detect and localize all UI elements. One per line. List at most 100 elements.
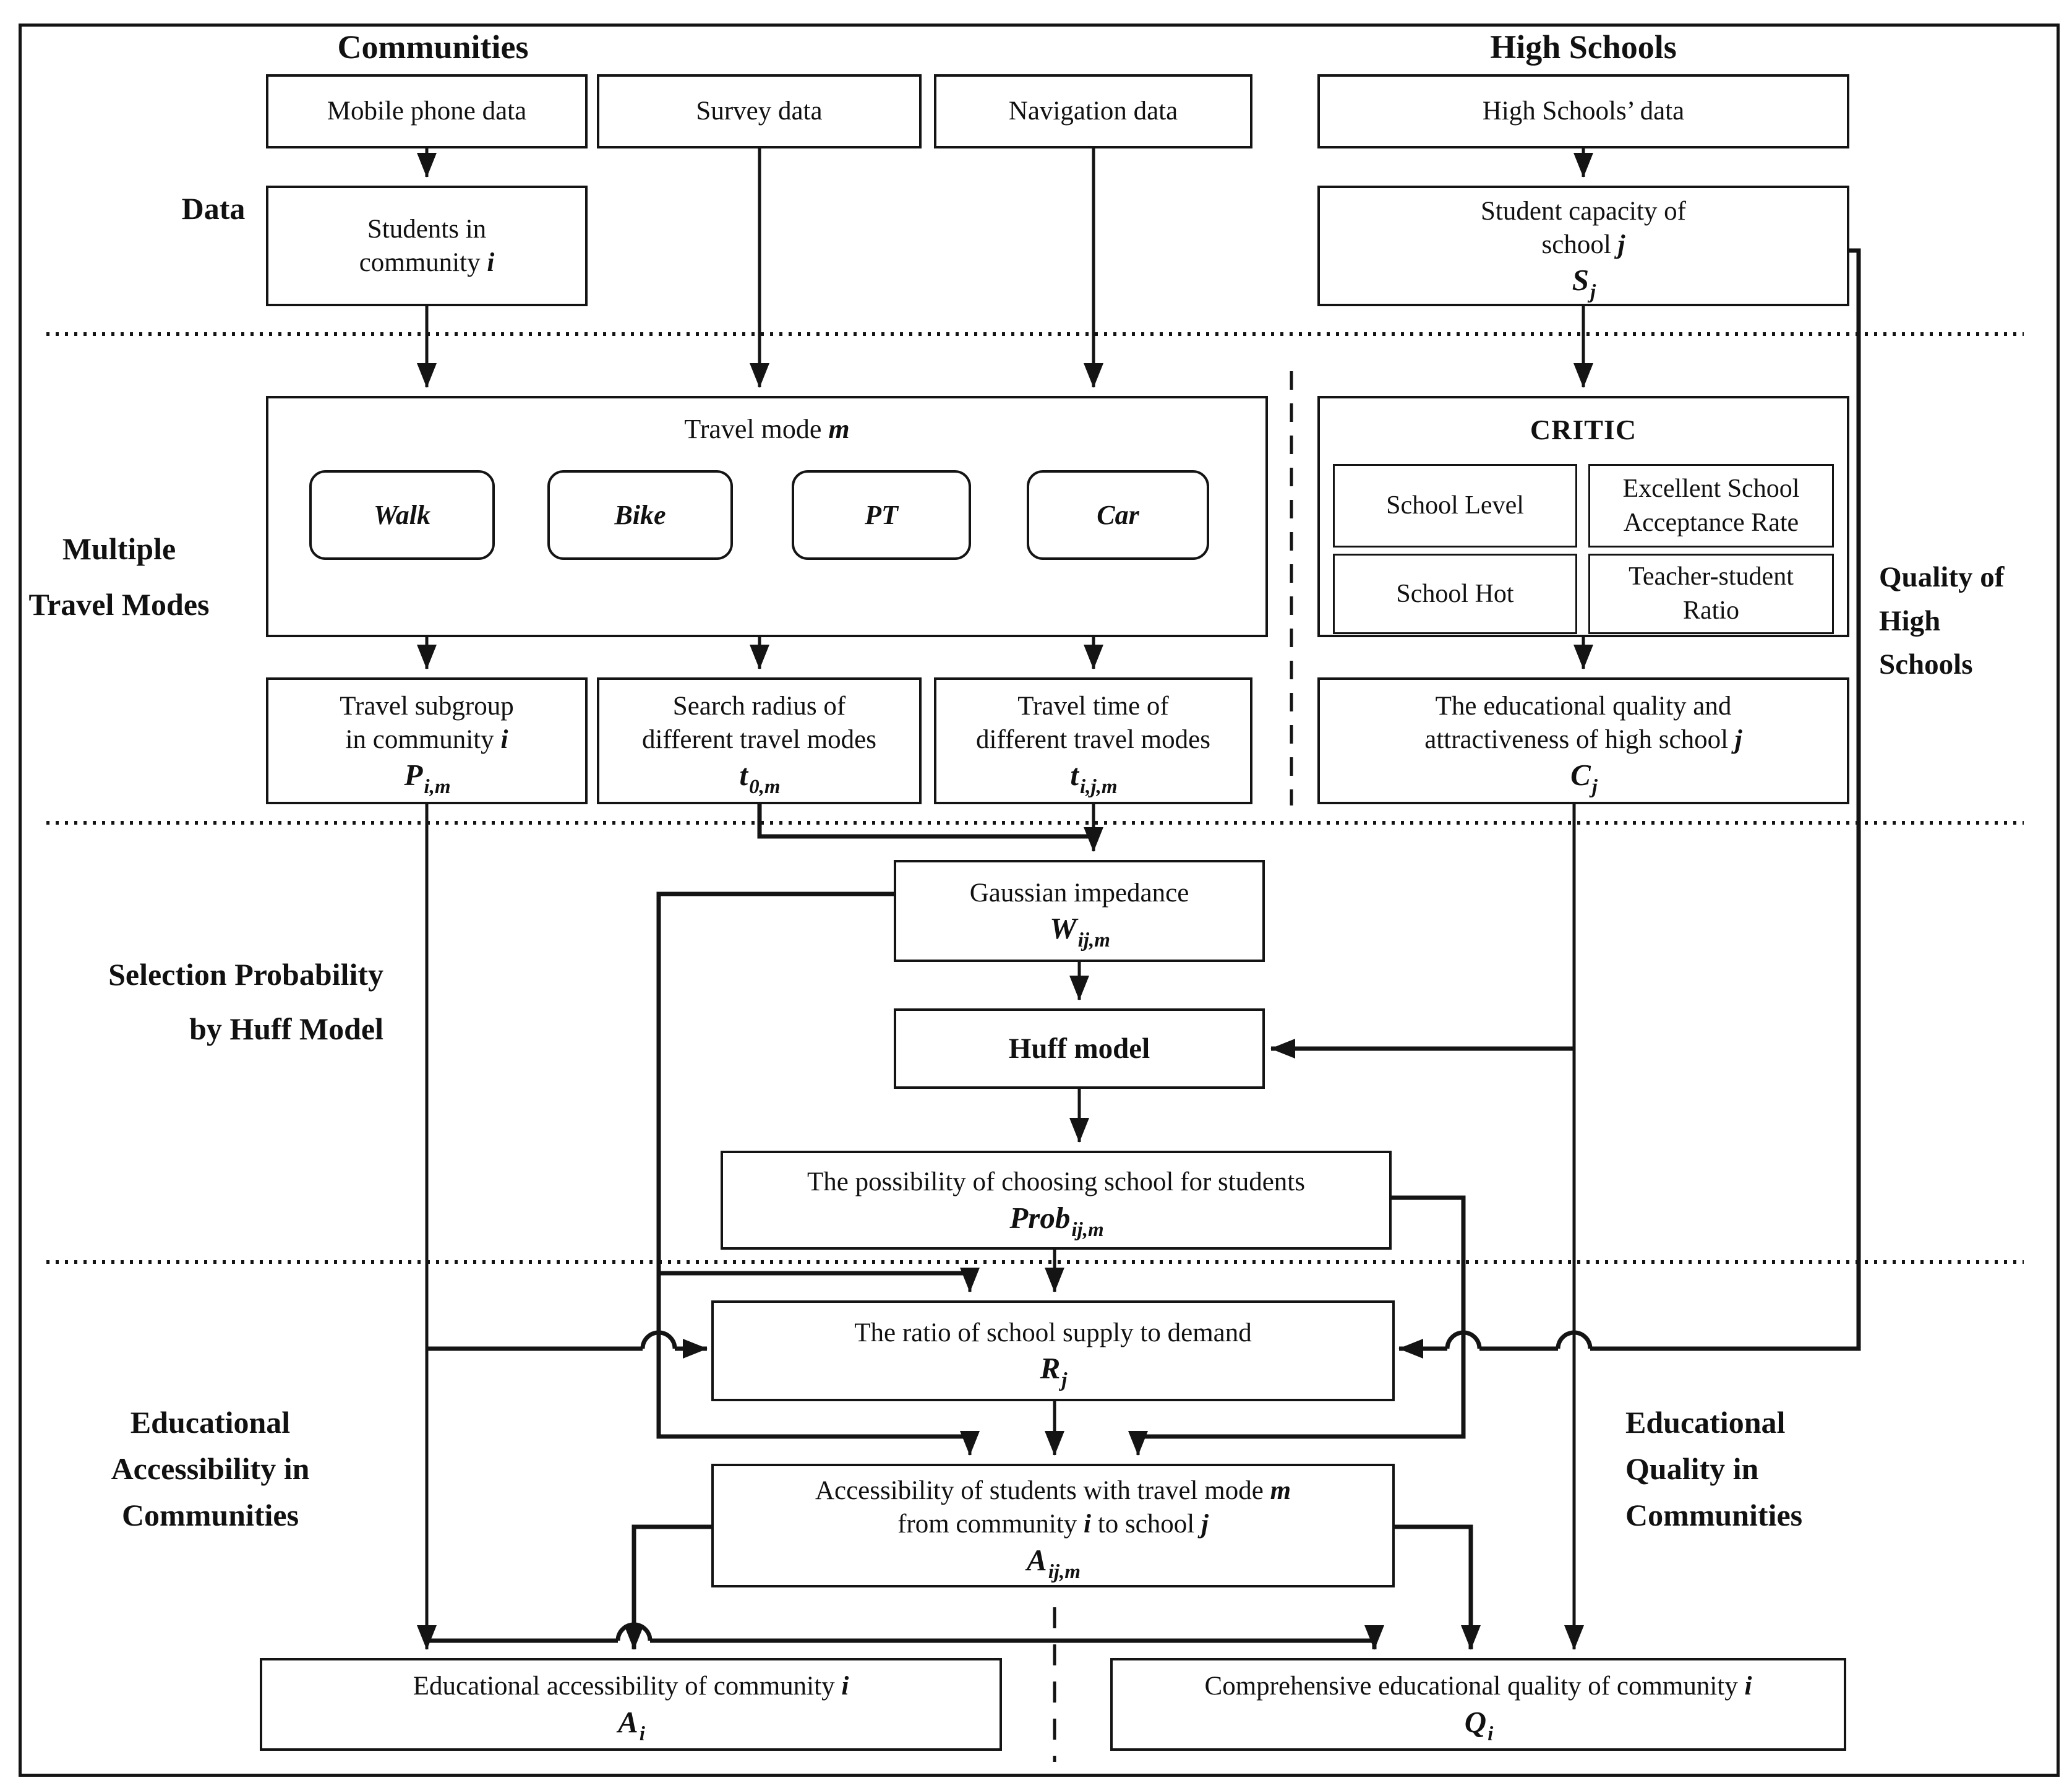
node-symbol: Pi,m bbox=[404, 758, 450, 798]
var-m: m bbox=[1270, 1476, 1291, 1506]
hop-p-over-w bbox=[640, 1330, 677, 1349]
node-comprehensive-quality-qi: Comprehensive educational quality of com… bbox=[1110, 1658, 1846, 1751]
section-label-educational-accessibility: Educational Accessibility in Communities bbox=[49, 1399, 371, 1539]
node-travel-subgroup: Travel subgroup in community i Pi,m bbox=[266, 677, 588, 804]
label-line: Educational bbox=[130, 1405, 291, 1440]
hop-pq-over-aijm bbox=[615, 1622, 653, 1641]
node-line: The educational quality and bbox=[1435, 691, 1732, 721]
cell-label: School Level bbox=[1386, 491, 1524, 520]
node-student-capacity: Student capacity of school j Sj bbox=[1317, 186, 1849, 306]
node-symbol: Probij,m bbox=[1009, 1201, 1103, 1240]
node-line: Search radius of bbox=[672, 691, 846, 721]
node-educational-accessibility-ai: Educational accessibility of community i… bbox=[260, 1658, 1002, 1751]
symbol-base: W bbox=[1050, 911, 1077, 946]
text-part: Comprehensive educational quality of com… bbox=[1204, 1672, 1745, 1701]
symbol-subscript: i,j,m bbox=[1080, 776, 1118, 799]
var-m: m bbox=[828, 414, 850, 444]
symbol-subscript: i,m bbox=[424, 776, 451, 799]
node-mode-bike: Bike bbox=[547, 470, 733, 560]
symbol-subscript: j bbox=[1590, 281, 1596, 304]
node-symbol: Aij,m bbox=[1027, 1543, 1081, 1583]
var-i: i bbox=[487, 247, 495, 277]
node-label: High Schools’ data bbox=[1482, 97, 1685, 126]
node-symbol: t0,m bbox=[739, 758, 780, 798]
node-teacher-student-ratio: Teacher-student Ratio bbox=[1588, 554, 1834, 634]
node-survey-data: Survey data bbox=[597, 74, 922, 148]
symbol-base: S bbox=[1572, 263, 1590, 298]
hop-s-over-prob bbox=[1445, 1330, 1482, 1349]
label-line: Accessibility in bbox=[111, 1451, 310, 1486]
node-gaussian-impedance: Gaussian impedance Wij,m bbox=[894, 860, 1265, 962]
node-symbol: Cj bbox=[1570, 758, 1598, 798]
node-mobile-phone-data: Mobile phone data bbox=[266, 74, 588, 148]
node-line: Gaussian impedance bbox=[969, 878, 1189, 908]
symbol-subscript: ij,m bbox=[1071, 1218, 1104, 1241]
symbol-base: R bbox=[1040, 1351, 1061, 1386]
node-line: Comprehensive educational quality of com… bbox=[1205, 1670, 1752, 1703]
elbow-t0-merge bbox=[757, 804, 1091, 839]
arrow-aijm-to-qi bbox=[1395, 1524, 1481, 1650]
critic-title: CRITIC bbox=[1530, 414, 1637, 445]
node-symbol: Wij,m bbox=[1050, 911, 1110, 951]
label-line: Selection Probability bbox=[108, 957, 383, 992]
label-line: Communities bbox=[121, 1498, 299, 1532]
section-label-educational-quality: Educational Quality in Communities bbox=[1625, 1399, 1997, 1539]
node-line: Travel time of bbox=[1017, 691, 1169, 721]
cell-label: School Hot bbox=[1396, 579, 1514, 608]
node-line: Students in bbox=[367, 214, 487, 244]
symbol-base: t bbox=[1070, 758, 1079, 792]
node-educational-quality-attractiveness: The educational quality and attractivene… bbox=[1317, 677, 1849, 804]
node-line: Educational accessibility of community i bbox=[413, 1670, 849, 1703]
node-symbol: Qi bbox=[1464, 1704, 1494, 1745]
node-mode-car: Car bbox=[1027, 470, 1209, 560]
section-label-selection-probability: Selection Probability by Huff Model bbox=[25, 948, 383, 1056]
text-part: community bbox=[359, 247, 487, 277]
symbol-subscript: ij,m bbox=[1048, 1560, 1081, 1583]
node-symbol: Ai bbox=[618, 1704, 645, 1745]
label-line: Educational bbox=[1625, 1405, 1786, 1440]
node-accessibility-aijm: Accessibility of students with travel mo… bbox=[711, 1464, 1395, 1587]
text-part: attractiveness of high school bbox=[1424, 724, 1735, 754]
node-school-level: School Level bbox=[1333, 464, 1577, 548]
var-i: i bbox=[841, 1672, 849, 1701]
cell-line: Teacher-student bbox=[1629, 562, 1794, 591]
symbol-base: A bbox=[618, 1704, 638, 1739]
symbol-base: t bbox=[739, 758, 748, 792]
hop-s-over-c bbox=[1556, 1330, 1593, 1349]
arrow-p-into-qi bbox=[650, 1625, 1384, 1650]
text-part: school bbox=[1541, 230, 1618, 259]
node-navigation-data: Navigation data bbox=[934, 74, 1252, 148]
node-probability-choosing-school: The possibility of choosing school for s… bbox=[721, 1151, 1392, 1250]
var-i: i bbox=[1084, 1510, 1091, 1539]
node-line: school j bbox=[1542, 228, 1625, 262]
node-label: Survey data bbox=[696, 97, 823, 126]
node-huff-model: Huff model bbox=[894, 1008, 1265, 1089]
node-line: attractiveness of high school j bbox=[1424, 723, 1742, 757]
symbol-subscript: j bbox=[1061, 1369, 1068, 1392]
node-students-in-community: Students in community i bbox=[266, 186, 588, 306]
label-line: High bbox=[1879, 604, 1941, 637]
symbol-subscript: i bbox=[639, 1722, 645, 1745]
node-line: Accessibility of students with travel mo… bbox=[815, 1474, 1291, 1508]
label-line: Quality of bbox=[1879, 561, 2005, 593]
communities-header: Communities bbox=[337, 28, 529, 66]
text-part: Travel mode bbox=[684, 414, 829, 444]
node-line: The possibility of choosing school for s… bbox=[807, 1167, 1305, 1197]
symbol-base: Q bbox=[1464, 1704, 1487, 1739]
text-part: Educational accessibility of community bbox=[413, 1672, 842, 1701]
var-i: i bbox=[500, 724, 508, 754]
node-supply-demand-ratio: The ratio of school supply to demand Rj bbox=[711, 1300, 1395, 1401]
travel-mode-title: Travel mode m bbox=[684, 412, 849, 446]
text-part: in community bbox=[345, 724, 501, 754]
node-symbol: Rj bbox=[1040, 1351, 1068, 1391]
label-line: by Huff Model bbox=[189, 1011, 383, 1046]
node-label: Mobile phone data bbox=[327, 97, 527, 126]
label-line: Travel Modes bbox=[28, 587, 210, 622]
arrow-aijm-to-ai bbox=[624, 1524, 711, 1650]
node-line: community i bbox=[359, 246, 495, 280]
label-line: Quality in bbox=[1625, 1451, 1759, 1486]
symbol-base: C bbox=[1570, 758, 1591, 792]
node-high-schools-data: High Schools’ data bbox=[1317, 74, 1849, 148]
cell-line: Acceptance Rate bbox=[1623, 508, 1799, 537]
